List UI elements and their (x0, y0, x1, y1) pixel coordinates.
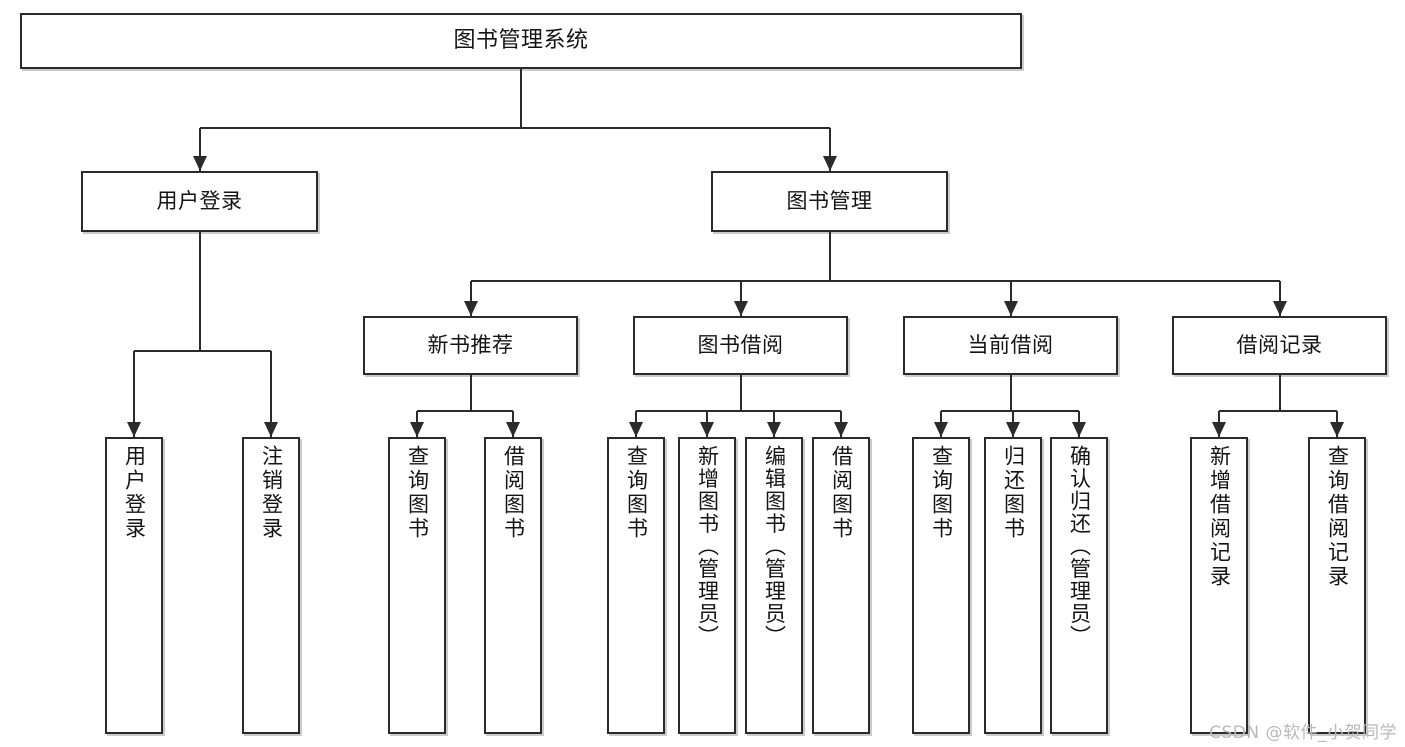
node-用户登录: 用户登录 (81, 171, 318, 232)
connector-arrowhead-icon (834, 422, 848, 437)
connector-arrowhead-icon (410, 422, 424, 437)
node-label: 查询图书 (405, 445, 430, 541)
node-label: 用户登录 (156, 188, 243, 213)
node-label: 借阅图书 (829, 445, 854, 541)
connector-bus (417, 410, 513, 412)
node-label: 新增借阅记录 (1207, 445, 1232, 589)
connector-bus (134, 350, 271, 352)
node-借阅记录: 借阅记录 (1172, 316, 1387, 375)
node-label: 编辑图书（管理员） (762, 445, 787, 648)
node-借阅图书: 借阅图书 (812, 437, 870, 734)
connector-arrowhead-icon (767, 422, 781, 437)
connector-branch (469, 281, 472, 316)
node-查询借阅记录: 查询借阅记录 (1308, 437, 1366, 734)
connector-stem (739, 375, 742, 411)
connector-branch (270, 351, 272, 437)
connector-bus (470, 280, 1280, 282)
node-label: 用户登录 (122, 445, 147, 541)
connector-stem (520, 69, 522, 128)
connector-arrowhead-icon (463, 301, 478, 316)
connector-arrowhead-icon (1072, 422, 1086, 437)
connector-bus (636, 410, 841, 412)
node-图书管理系统: 图书管理系统 (20, 13, 1022, 69)
connector-branch (1278, 281, 1281, 316)
connector-arrowhead-icon (733, 301, 748, 316)
connector-arrowhead-icon (1272, 301, 1287, 316)
node-确认归还管理员: 确认归还（管理员） (1050, 437, 1108, 734)
connector-arrowhead-icon (506, 422, 520, 437)
node-查询图书: 查询图书 (607, 437, 665, 734)
node-归还图书: 归还图书 (984, 437, 1042, 734)
connector-branch (828, 128, 831, 171)
node-注销登录: 注销登录 (242, 437, 300, 734)
connector-branch (133, 351, 135, 437)
node-label: 查询借阅记录 (1325, 445, 1350, 589)
connector-stem (469, 375, 472, 411)
connector-arrowhead-icon (629, 422, 643, 437)
connector-arrowhead-icon (1212, 422, 1226, 437)
node-新书推荐: 新书推荐 (363, 316, 578, 375)
connector-bus (941, 410, 1079, 412)
connector-stem (198, 232, 201, 351)
node-查询图书: 查询图书 (388, 437, 446, 734)
node-label: 归还图书 (1001, 445, 1026, 541)
node-当前借阅: 当前借阅 (903, 316, 1118, 375)
connector-arrowhead-icon (1330, 422, 1344, 437)
connector-branch (739, 281, 742, 316)
node-label: 查询图书 (929, 445, 954, 541)
node-新增图书管理员: 新增图书（管理员） (678, 437, 736, 734)
node-label: 图书管理 (786, 188, 873, 213)
node-label: 新书推荐 (427, 332, 514, 357)
connector-stem (1009, 375, 1012, 411)
node-图书管理: 图书管理 (711, 171, 948, 232)
node-查询图书: 查询图书 (912, 437, 970, 734)
node-label: 确认归还（管理员） (1067, 445, 1092, 648)
connector-arrowhead-icon (1003, 301, 1018, 316)
node-label: 新增图书（管理员） (695, 445, 720, 648)
connector-bus (199, 127, 830, 129)
node-label: 图书管理系统 (453, 27, 589, 53)
connector-stem (1278, 375, 1281, 411)
connector-arrowhead-icon (127, 422, 141, 437)
node-label: 图书借阅 (697, 332, 784, 357)
connector-branch (1009, 281, 1012, 316)
node-label: 借阅记录 (1236, 332, 1323, 357)
connector-arrowhead-icon (822, 156, 837, 171)
node-label: 当前借阅 (967, 332, 1054, 357)
node-label: 注销登录 (259, 445, 284, 541)
node-编辑图书管理员: 编辑图书（管理员） (745, 437, 803, 734)
node-借阅图书: 借阅图书 (484, 437, 542, 734)
connector-bus (1219, 410, 1337, 412)
connector-stem (828, 232, 831, 281)
node-label: 借阅图书 (501, 445, 526, 541)
connector-branch (198, 128, 201, 171)
connector-arrowhead-icon (1006, 422, 1020, 437)
node-图书借阅: 图书借阅 (633, 316, 848, 375)
node-新增借阅记录: 新增借阅记录 (1190, 437, 1248, 734)
node-用户登录: 用户登录 (105, 437, 163, 734)
connector-arrowhead-icon (700, 422, 714, 437)
connector-arrowhead-icon (934, 422, 948, 437)
node-label: 查询图书 (624, 445, 649, 541)
connector-arrowhead-icon (192, 156, 207, 171)
connector-arrowhead-icon (264, 422, 278, 437)
